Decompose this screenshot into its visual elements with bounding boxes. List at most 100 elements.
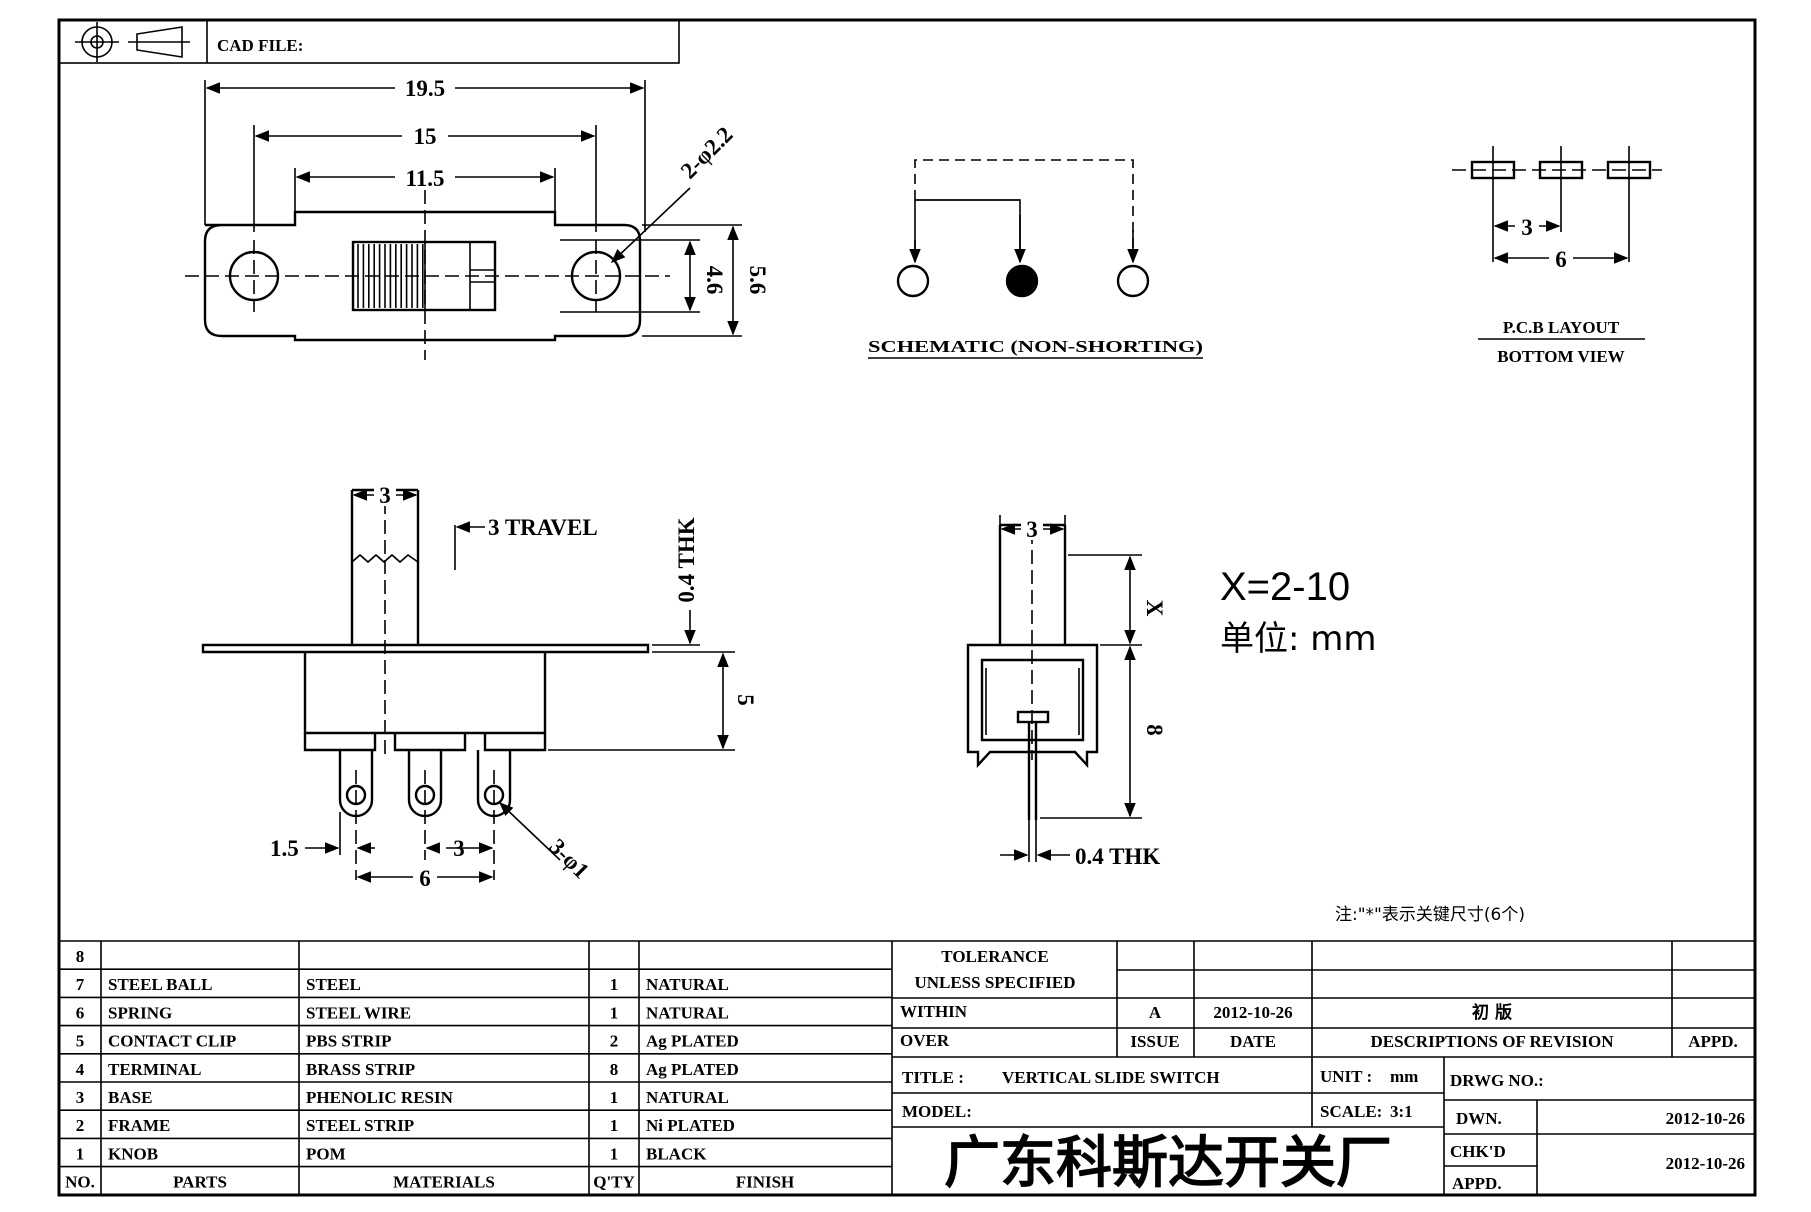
- table-cell-no: 6: [76, 1003, 85, 1022]
- cad-file-label: CAD FILE:: [217, 36, 303, 55]
- table-cell-qty: 1: [610, 1088, 619, 1107]
- footnote: 注:"*"表示关键尺寸(6个): [1335, 905, 1525, 925]
- table-cell-no: 8: [76, 947, 85, 966]
- rev-issue: A: [1149, 1003, 1162, 1022]
- table-cell-part: BASE: [108, 1088, 152, 1107]
- top-view-outline: [203, 210, 642, 342]
- end-dim-height: 8: [1142, 724, 1167, 736]
- side-dim-edge: 1.5: [270, 836, 299, 861]
- end-dim-knob: 3: [1026, 517, 1038, 542]
- table-header-part: PARTS: [173, 1173, 227, 1192]
- unit-spec: 单位: mm: [1220, 619, 1377, 659]
- table-cell-part: FRAME: [108, 1116, 170, 1135]
- dim-overall-width: 19.5: [405, 76, 445, 101]
- drwg-no-label: DRWG NO.:: [1450, 1071, 1544, 1090]
- table-cell-finish: NATURAL: [646, 1088, 729, 1107]
- dim-outer-height: 5.6: [745, 266, 770, 295]
- table-cell-finish: NATURAL: [646, 975, 729, 994]
- table-cell-part: KNOB: [108, 1144, 158, 1163]
- table-cell-no: 7: [76, 975, 85, 994]
- terminal-end: [1027, 722, 1038, 820]
- table-cell-material: STEEL: [306, 975, 361, 994]
- dim-inner-height: 4.6: [702, 266, 727, 295]
- side-dim-height: 5: [733, 694, 758, 706]
- side-view: 3 3 TRAVEL 0.4 THK 5 1.5 3 6 3-φ1: [201, 480, 758, 891]
- company-name: 广东科斯达开关厂: [944, 1131, 1392, 1196]
- table-cell-qty: 8: [610, 1060, 619, 1079]
- appd-label: APPD.: [1688, 1032, 1738, 1051]
- side-dim-span: 6: [419, 866, 431, 891]
- table-cell-material: POM: [306, 1144, 346, 1163]
- schematic: SCHEMATIC (NON-SHORTING): [868, 159, 1203, 359]
- dim-hole-pitch: 15: [414, 124, 437, 149]
- side-dim-knob: 3: [379, 483, 391, 508]
- table-cell-no: 2: [76, 1116, 85, 1135]
- table-cell-part: STEEL BALL: [108, 975, 212, 994]
- title-label: TITLE :: [902, 1068, 964, 1087]
- terminal-right: [1116, 264, 1150, 298]
- issue-label: ISSUE: [1130, 1032, 1179, 1051]
- table-cell-material: STEEL STRIP: [306, 1116, 414, 1135]
- sheet-border: [57, 18, 1757, 1197]
- pcb-pad-3: [1606, 146, 1652, 262]
- end-thk: 0.4 THK: [1075, 844, 1160, 869]
- unit-value: mm: [1390, 1067, 1418, 1086]
- dim-holes: 2-φ2.2: [676, 122, 738, 184]
- pcb-dim-pitch: 3: [1521, 215, 1533, 240]
- table-cell-finish: BLACK: [646, 1144, 707, 1163]
- contact-clip: [1016, 710, 1050, 724]
- model-label: MODEL:: [902, 1102, 972, 1121]
- side-dim-pins: 3-φ1: [544, 834, 594, 884]
- date-label: DATE: [1230, 1032, 1276, 1051]
- frame-flange: [201, 643, 650, 654]
- table-cell-qty: 2: [610, 1032, 619, 1051]
- knob-knurl: [357, 244, 424, 308]
- pcb-layout: 3 6 P.C.B LAYOUT BOTTOM VIEW: [1452, 146, 1662, 366]
- table-cell-finish: Ag PLATED: [646, 1060, 739, 1079]
- table-cell-qty: 1: [610, 1144, 619, 1163]
- table-cell-part: SPRING: [108, 1003, 172, 1022]
- title-block: TOLERANCE UNLESS SPECIFIED WITHIN OVER A…: [892, 941, 1755, 1196]
- dim-body-width: 11.5: [406, 166, 445, 191]
- projection-symbol-icon: [75, 22, 190, 62]
- table-header-qty: Q'TY: [593, 1173, 635, 1192]
- table-cell-finish: Ag PLATED: [646, 1032, 739, 1051]
- knob-top: [351, 240, 497, 312]
- side-thk: 0.4 THK: [674, 517, 699, 602]
- pcb-label-line1: P.C.B LAYOUT: [1503, 318, 1620, 337]
- title-value: VERTICAL SLIDE SWITCH: [1002, 1068, 1220, 1087]
- table-header-no: NO.: [65, 1173, 95, 1192]
- tolerance-line1: TOLERANCE: [941, 947, 1048, 966]
- over-label: OVER: [900, 1031, 950, 1050]
- pcb-pad-1: [1470, 146, 1516, 262]
- table-cell-material: STEEL WIRE: [306, 1003, 411, 1022]
- table-cell-material: BRASS STRIP: [306, 1060, 415, 1079]
- table-cell-no: 3: [76, 1088, 85, 1107]
- x-range-spec: X=2-10: [1220, 565, 1350, 609]
- tolerance-line2: UNLESS SPECIFIED: [914, 973, 1075, 992]
- end-dim-x: X: [1142, 600, 1167, 617]
- dwn-label: DWN.: [1456, 1109, 1502, 1128]
- within-label: WITHIN: [900, 1002, 968, 1021]
- table-cell-no: 5: [76, 1032, 85, 1051]
- table-cell-qty: 1: [610, 1116, 619, 1135]
- table-cell-part: TERMINAL: [108, 1060, 202, 1079]
- terminal-left: [896, 264, 930, 298]
- side-dim-pitch: 3: [453, 836, 465, 861]
- table-cell-material: PHENOLIC RESIN: [306, 1088, 454, 1107]
- parts-table: [59, 940, 1755, 1195]
- end-view: 3 X 8 0.4 THK: [966, 514, 1167, 869]
- table-header-finish: FINISH: [736, 1173, 795, 1192]
- table-cell-qty: 1: [610, 1003, 619, 1022]
- table-cell-no: 4: [76, 1060, 85, 1079]
- schematic-label: SCHEMATIC (NON-SHORTING): [868, 337, 1203, 356]
- table-cell-finish: NATURAL: [646, 1003, 729, 1022]
- table-cell-material: PBS STRIP: [306, 1032, 392, 1051]
- header-box: CAD FILE:: [58, 19, 680, 64]
- table-cell-qty: 1: [610, 975, 619, 994]
- base-tabs: [303, 733, 547, 752]
- table-cell-part: CONTACT CLIP: [108, 1032, 236, 1051]
- chkd-date: 2012-10-26: [1666, 1154, 1745, 1173]
- dwn-date: 2012-10-26: [1666, 1109, 1745, 1128]
